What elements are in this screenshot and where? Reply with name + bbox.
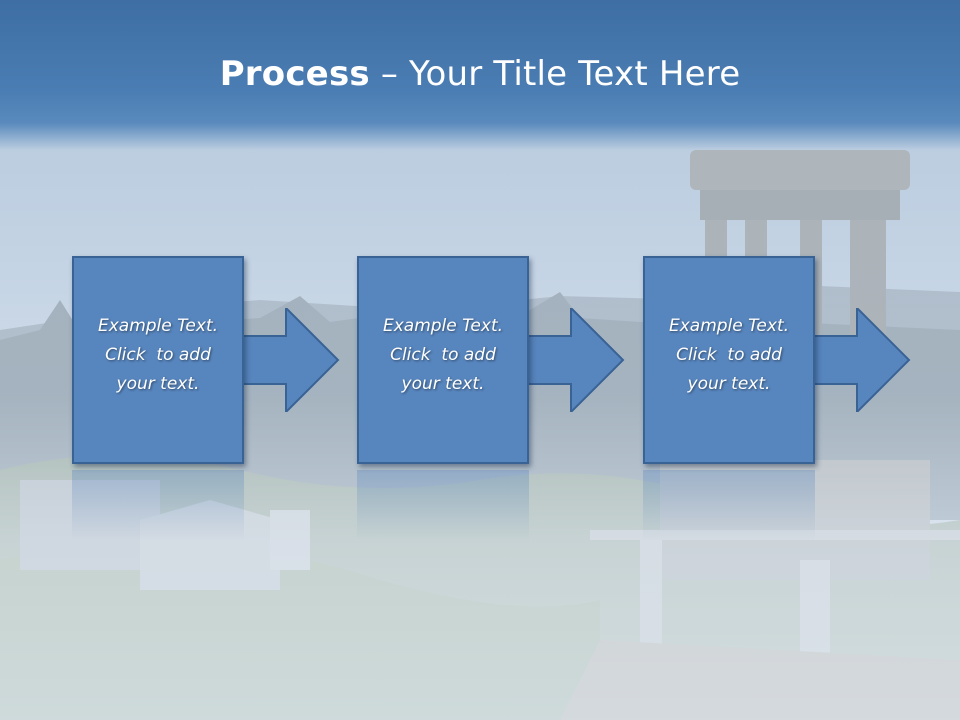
step-text-line: Example Text. [382, 316, 504, 336]
step-1-reflection [72, 470, 244, 540]
step-text-line: your text. [401, 374, 485, 394]
step-box[interactable] [357, 256, 529, 464]
process-step-3[interactable]: Example Text. Click to add your text. [643, 256, 915, 468]
step-text-line: Click to add [676, 345, 782, 365]
step-box[interactable] [643, 256, 815, 464]
step-text-line: Click to add [105, 345, 211, 365]
step-box[interactable] [72, 256, 244, 464]
title-band [0, 0, 960, 150]
step-3-reflection [643, 470, 815, 540]
step-text-line: Example Text. [97, 316, 219, 336]
right-arrow-icon [527, 308, 625, 412]
step-text-line: Click to add [390, 345, 496, 365]
step-text-line: your text. [116, 374, 200, 394]
right-arrow-icon [242, 308, 340, 412]
step-2-reflection [357, 470, 529, 540]
step-text-line: your text. [687, 374, 771, 394]
step-text[interactable]: Example Text. Click to add your text. [643, 312, 815, 399]
process-step-1[interactable]: Example Text. Click to add your text. [72, 256, 344, 468]
slide-title[interactable]: Process – Your Title Text Here [0, 54, 960, 94]
step-text[interactable]: Example Text. Click to add your text. [72, 312, 244, 399]
step-text-line: Example Text. [668, 316, 790, 336]
process-step-2[interactable]: Example Text. Click to add your text. [357, 256, 629, 468]
right-arrow-icon [813, 308, 911, 412]
step-text[interactable]: Example Text. Click to add your text. [357, 312, 529, 399]
slide-title-rest: – Your Title Text Here [369, 54, 741, 94]
slide-title-bold: Process [219, 54, 370, 94]
